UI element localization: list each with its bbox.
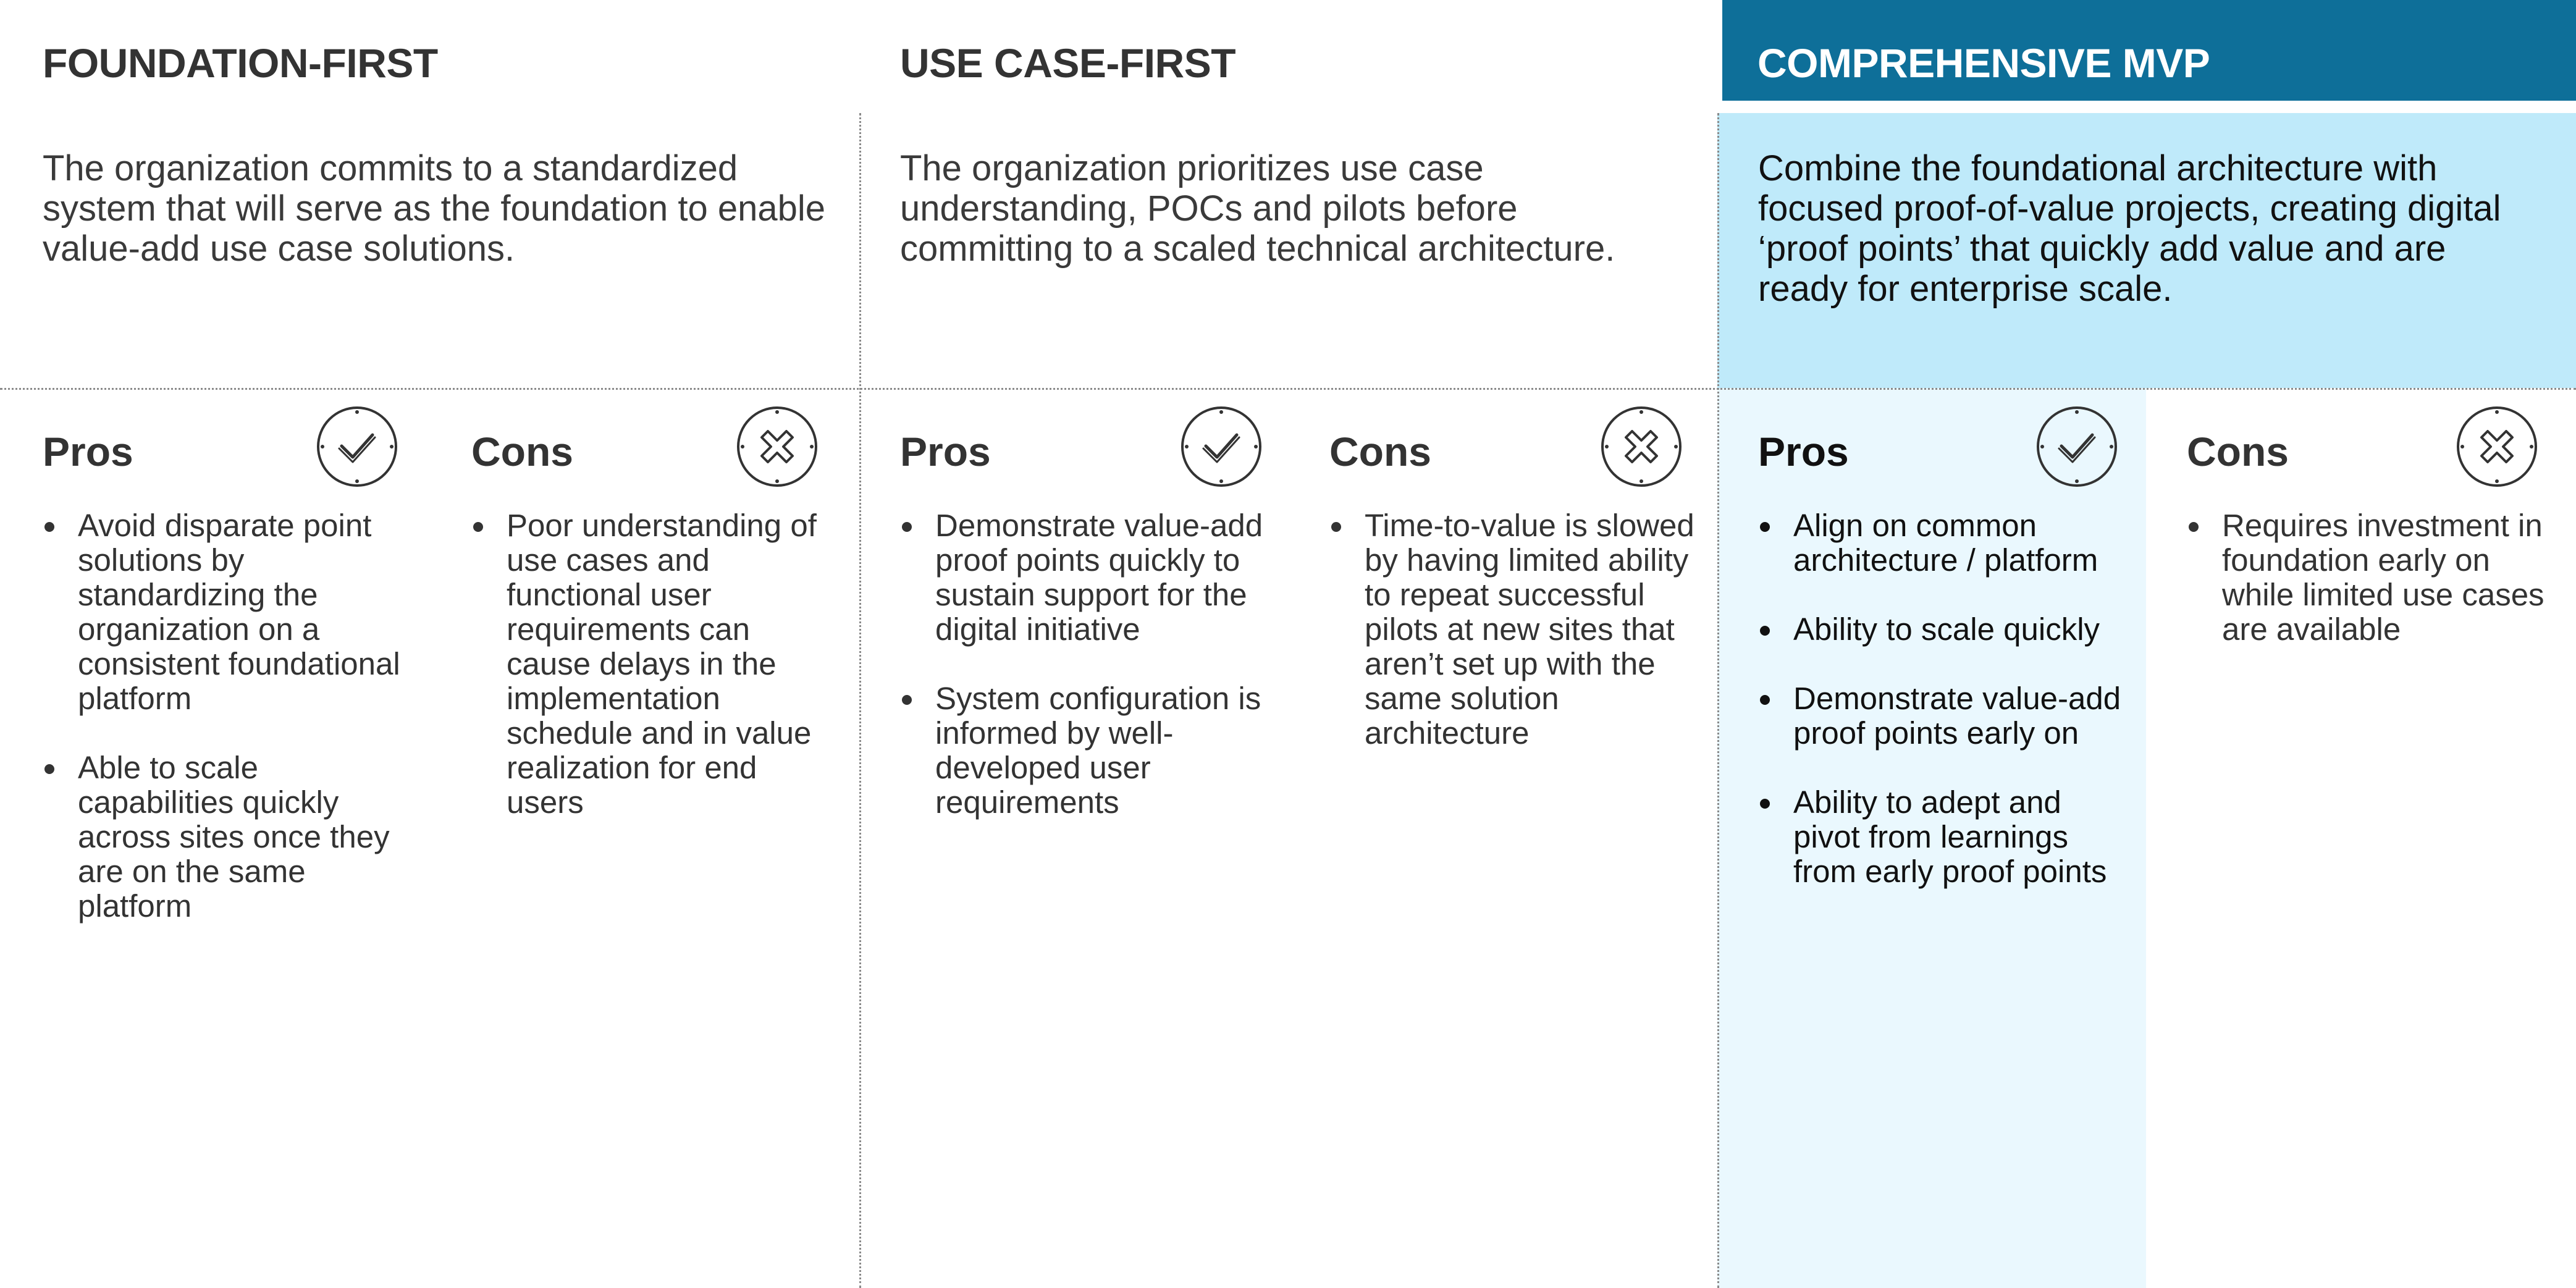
pros-list: Demonstrate value-add proof points quick… <box>900 508 1265 854</box>
list-item: Demonstrate value-add proof points quick… <box>900 508 1265 647</box>
list-item: Align on common architecture / platform <box>1758 508 2129 578</box>
column-description: Combine the foundational architecture wi… <box>1758 148 2501 309</box>
list-item: Demonstrate value-add proof points early… <box>1758 681 2129 751</box>
x-circle-icon <box>1601 406 1682 487</box>
cons-list: Poor understanding of use cases and func… <box>471 508 842 854</box>
x-circle-icon <box>737 406 817 487</box>
mvp-header-bar: COMPREHENSIVE MVP <box>1722 0 2576 101</box>
pros-heading: Pros <box>900 429 991 474</box>
cons-heading: Cons <box>2187 429 2289 474</box>
column-description: The organization prioritizes use case un… <box>900 148 1615 269</box>
check-circle-icon <box>317 406 397 487</box>
column-title-use-case-first: USE CASE-FIRST <box>900 40 1236 86</box>
x-circle-icon <box>2457 406 2537 487</box>
column-divider <box>1717 113 1719 1288</box>
check-circle-icon <box>2037 406 2117 487</box>
pros-heading: Pros <box>1758 429 1849 474</box>
column-divider <box>859 113 861 1288</box>
pros-list: Align on common architecture / platform … <box>1758 508 2129 924</box>
list-item: System configuration is informed by well… <box>900 681 1265 820</box>
mvp-description-panel <box>1717 113 2576 388</box>
list-item: Ability to scale quickly <box>1758 612 2129 647</box>
column-title-foundation-first: FOUNDATION-FIRST <box>43 40 438 86</box>
list-item: Requires investment in foundation early … <box>2187 508 2551 647</box>
column-description: The organization commits to a standardiz… <box>43 148 826 269</box>
cons-heading: Cons <box>471 429 573 474</box>
list-item: Poor understanding of use cases and func… <box>471 508 842 820</box>
cons-list: Requires investment in foundation early … <box>2187 508 2551 681</box>
cons-list: Time-to-value is slowed by having limite… <box>1329 508 1700 785</box>
pros-heading: Pros <box>43 429 133 474</box>
list-item: Ability to adept and pivot from learning… <box>1758 785 2129 889</box>
check-circle-icon <box>1181 406 1261 487</box>
mvp-pros-panel <box>1717 388 2146 1288</box>
cons-heading: Cons <box>1329 429 1431 474</box>
column-title-comprehensive-mvp: COMPREHENSIVE MVP <box>1757 40 2210 86</box>
list-item: Time-to-value is slowed by having limite… <box>1329 508 1700 751</box>
section-divider <box>0 388 2576 390</box>
list-item: Avoid disparate point solutions by stand… <box>43 508 419 716</box>
pros-list: Avoid disparate point solutions by stand… <box>43 508 419 958</box>
list-item: Able to scale capabilities quickly acros… <box>43 751 419 924</box>
